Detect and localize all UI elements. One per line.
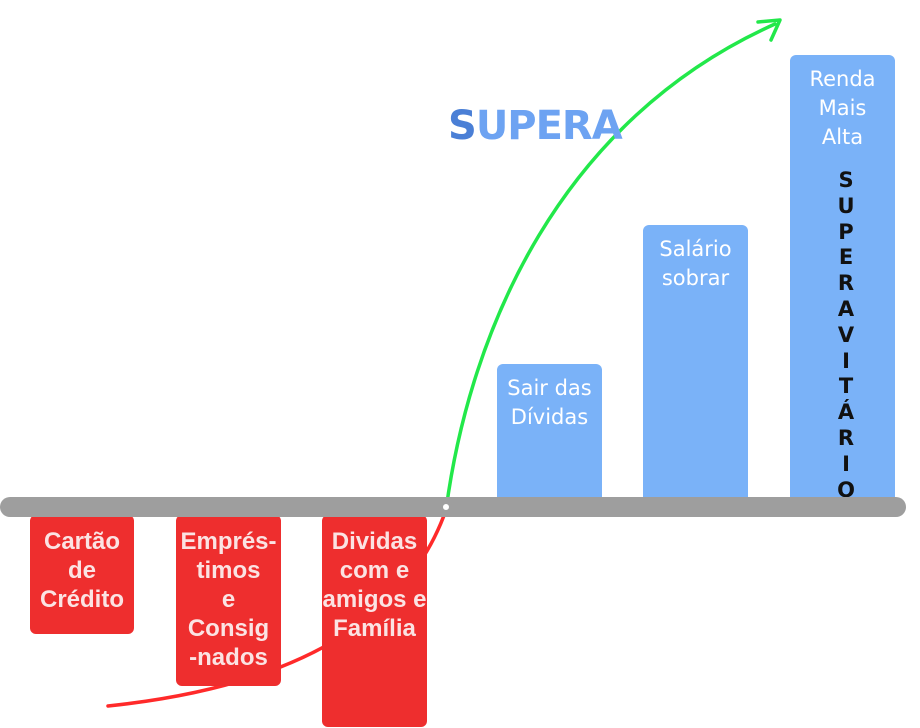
zero-baseline xyxy=(0,497,906,517)
stage-family-debts: Dividas com e amigos e Família xyxy=(322,515,427,727)
supera-logo: SUPERA xyxy=(448,103,623,149)
stage-loans-label: Emprés- timos e Consig -nados xyxy=(180,528,277,671)
green-growth-curve xyxy=(444,22,777,512)
stage-higher-income-label: Renda Mais Alta xyxy=(809,67,876,149)
logo-first-letter: S xyxy=(448,103,477,149)
stage-loans: Emprés- timos e Consig -nados xyxy=(176,515,281,686)
superavitario-vertical-text: S U P E R A V I T Á R I O xyxy=(837,168,855,502)
stage-exit-debts-label: Sair das Dívidas xyxy=(507,376,592,429)
stage-family-debts-label: Dividas com e amigos e Família xyxy=(322,528,427,642)
stage-credit-card-label: Cartão de Crédito xyxy=(40,528,124,613)
stage-salary-surplus-label: Salário sobrar xyxy=(659,237,732,290)
stage-exit-debts: Sair das Dívidas xyxy=(497,364,602,507)
stage-salary-surplus: Salário sobrar xyxy=(643,225,748,507)
logo-rest: UPERA xyxy=(475,103,623,149)
crossing-point xyxy=(443,504,449,510)
arrowhead-icon xyxy=(756,18,782,42)
stage-credit-card: Cartão de Crédito xyxy=(30,515,134,634)
stage-higher-income: Renda Mais Alta xyxy=(790,55,895,507)
